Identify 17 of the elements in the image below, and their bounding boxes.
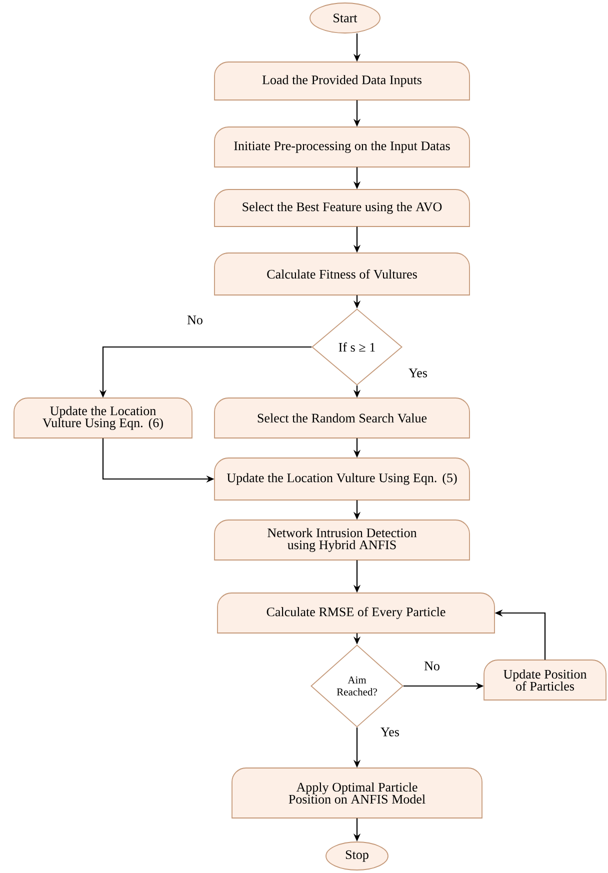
process-box: Update the Location Vulture Using Eqn. (6)	[14, 398, 192, 438]
terminal-oval: Stop	[326, 842, 388, 870]
process-box: Network Intrusion Detection using Hybrid ANFIS	[214, 520, 470, 560]
process-box: Calculate Fitness of Vultures	[214, 252, 470, 296]
process-box: Update Position of Particles	[484, 660, 606, 700]
terminal-oval: Start	[310, 2, 380, 34]
edge-label: No	[187, 316, 202, 324]
edge-label: Yes	[408, 368, 427, 378]
process-box: Apply Optimal Particle Position on ANFIS Model	[232, 768, 482, 818]
process-box: Initiate Pre-processing on the Input Datas	[214, 126, 470, 168]
process-box: Update the Location Vulture Using Eqn. (5)	[214, 458, 470, 500]
process-box: Select the Best Feature using the AVO	[214, 189, 470, 227]
process-box: Load the Provided Data Inputs	[214, 62, 470, 100]
edge-label: Yes	[380, 728, 399, 736]
process-box: Select the Random Search Value	[214, 398, 470, 438]
process-box: Calculate RMSE of Every Particle	[217, 592, 495, 634]
edge-label: No	[424, 662, 440, 670]
